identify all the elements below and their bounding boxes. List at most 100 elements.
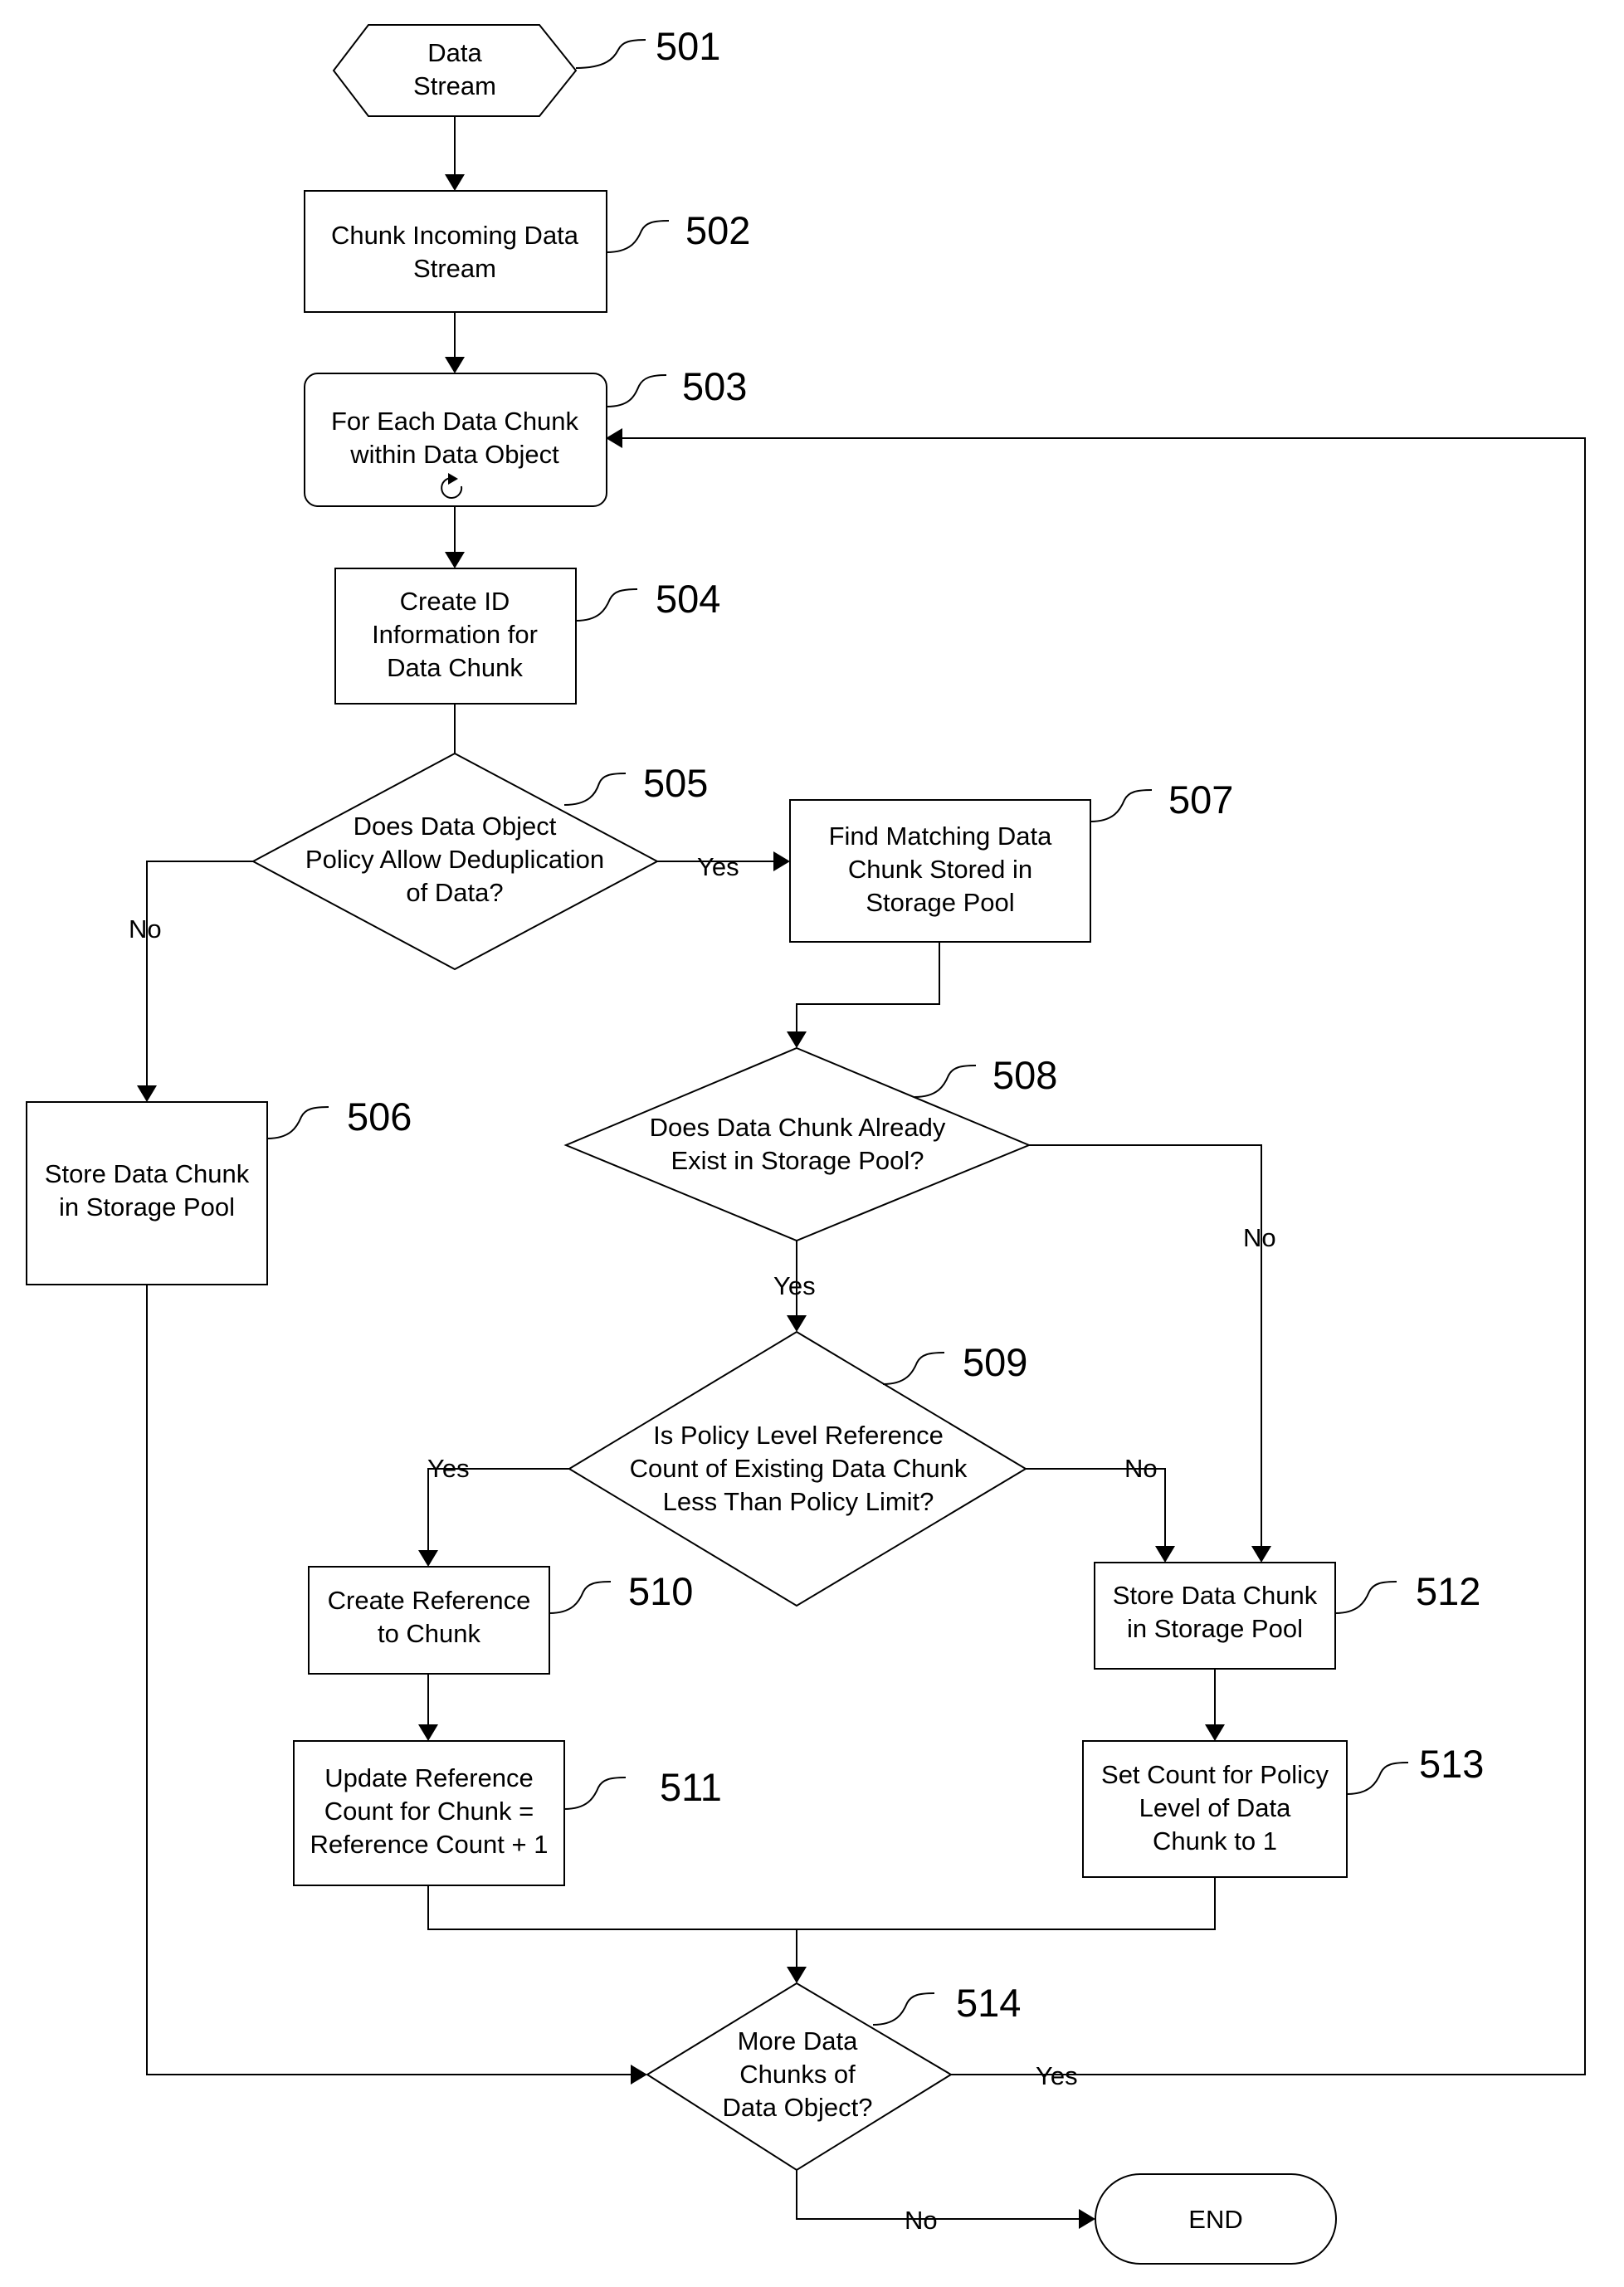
node-502-line-1: Chunk Incoming Data [331, 221, 579, 250]
node-501: Data Stream [334, 25, 576, 116]
ref-502: 502 [685, 208, 750, 252]
edge-514-no [797, 2170, 1079, 2219]
node-511-line-3: Reference Count + 1 [310, 1830, 549, 1859]
node-506: Store Data Chunk in Storage Pool [27, 1102, 267, 1285]
ref-508: 508 [992, 1053, 1057, 1097]
node-504-line-1: Create ID [400, 587, 510, 616]
node-508-line-1: Does Data Chunk Already [650, 1113, 946, 1142]
node-507-line-3: Storage Pool [866, 888, 1014, 917]
node-503: For Each Data Chunk within Data Object [305, 373, 607, 506]
node-509: Is Policy Level Reference Count of Exist… [569, 1332, 1026, 1606]
node-512-line-2: in Storage Pool [1127, 1614, 1303, 1643]
ref-511: 511 [660, 1765, 722, 1809]
arrowhead-508 [787, 1031, 807, 1048]
node-509-line-3: Less Than Policy Limit? [663, 1487, 934, 1516]
ref-514: 514 [956, 1981, 1021, 2025]
node-503-line-1: For Each Data Chunk [331, 407, 579, 436]
ref-513: 513 [1419, 1742, 1484, 1786]
leader-508 [914, 1065, 976, 1097]
node-513-line-2: Level of Data [1139, 1793, 1291, 1822]
node-506-line-1: Store Data Chunk [45, 1159, 250, 1188]
arrowhead-503-loop [606, 428, 622, 448]
edge-505-no [147, 861, 253, 1085]
leader-510 [549, 1582, 611, 1613]
arrowhead-514-top [787, 1967, 807, 1983]
leader-514 [873, 1993, 934, 2025]
reference-numerals: 501 502 503 504 505 506 507 508 509 510 … [267, 24, 1484, 2025]
node-507-line-2: Chunk Stored in [848, 855, 1032, 884]
node-505: Does Data Object Policy Allow Deduplicat… [253, 753, 657, 969]
node-512-line-1: Store Data Chunk [1113, 1581, 1318, 1610]
node-514-line-1: More Data [738, 2026, 858, 2055]
node-513: Set Count for Policy Level of Data Chunk… [1083, 1741, 1347, 1877]
node-507-line-1: Find Matching Data [829, 822, 1053, 851]
leader-501 [576, 40, 646, 68]
node-end-label: END [1188, 2205, 1242, 2234]
node-514-line-2: Chunks of [739, 2060, 856, 2089]
node-510-line-2: to Chunk [378, 1619, 481, 1648]
arrowhead-513 [1205, 1724, 1225, 1741]
arrowhead-504 [445, 552, 465, 568]
edge-507-508 [797, 942, 939, 1031]
node-504-line-2: Information for [372, 620, 538, 649]
node-509-line-1: Is Policy Level Reference [653, 1421, 944, 1450]
edge-label-508-no: No [1243, 1223, 1276, 1252]
node-503-line-2: within Data Object [349, 440, 559, 469]
leader-507 [1090, 790, 1152, 822]
arrowhead-510 [418, 1550, 438, 1567]
leader-502 [607, 221, 669, 252]
ref-506: 506 [347, 1095, 412, 1139]
arrowhead-end [1079, 2209, 1095, 2229]
node-514-line-3: Data Object? [723, 2093, 873, 2122]
ref-509: 509 [963, 1340, 1027, 1384]
node-end: END [1095, 2174, 1336, 2264]
node-505-line-2: Policy Allow Deduplication [305, 845, 604, 874]
arrowhead-507 [773, 851, 790, 871]
node-513-line-1: Set Count for Policy [1101, 1760, 1329, 1789]
edge-label-514-no: No [905, 2206, 938, 2235]
node-505-line-3: of Data? [406, 878, 503, 907]
arrowhead-514-left [631, 2065, 647, 2085]
node-501-line-1: Data [427, 38, 482, 67]
node-511: Update Reference Count for Chunk = Refer… [294, 1741, 564, 1885]
arrowhead-503 [445, 357, 465, 373]
node-501-line-2: Stream [413, 71, 496, 100]
leader-503 [607, 375, 666, 407]
node-504: Create ID Information for Data Chunk [335, 568, 576, 704]
leader-505 [564, 773, 626, 805]
arrowhead-512-a [1251, 1546, 1271, 1563]
ref-505: 505 [643, 761, 708, 805]
edge-label-505-yes: Yes [697, 852, 739, 881]
ref-504: 504 [656, 577, 720, 621]
arrowhead-509 [787, 1315, 807, 1332]
node-510: Create Reference to Chunk [309, 1567, 549, 1674]
leader-506 [267, 1107, 329, 1139]
edge-label-509-no: No [1124, 1454, 1158, 1483]
ref-510: 510 [628, 1569, 693, 1613]
node-511-line-1: Update Reference [324, 1763, 534, 1792]
edge-label-514-yes: Yes [1036, 2061, 1078, 2090]
ref-503: 503 [682, 364, 747, 408]
arrowhead-511 [418, 1724, 438, 1741]
node-512: Store Data Chunk in Storage Pool [1095, 1563, 1335, 1669]
leader-513 [1347, 1763, 1408, 1794]
arrowhead-506 [137, 1085, 157, 1102]
edge-506-514 [147, 1285, 631, 2075]
node-504-line-3: Data Chunk [387, 653, 523, 682]
node-508: Does Data Chunk Already Exist in Storage… [566, 1048, 1029, 1241]
leader-504 [576, 589, 637, 621]
node-502-line-2: Stream [413, 254, 496, 283]
edge-label-508-yes: Yes [773, 1271, 816, 1300]
ref-512: 512 [1416, 1569, 1480, 1613]
node-508-line-2: Exist in Storage Pool? [671, 1146, 924, 1175]
node-510-line-1: Create Reference [328, 1586, 531, 1615]
leader-512 [1335, 1582, 1397, 1613]
ref-507: 507 [1168, 778, 1233, 822]
node-505-line-1: Does Data Object [354, 812, 557, 841]
arrowhead-502 [445, 174, 465, 191]
ref-501: 501 [656, 24, 720, 68]
edge-508-no [1029, 1145, 1261, 1546]
node-509-line-2: Count of Existing Data Chunk [630, 1454, 968, 1483]
node-514: More Data Chunks of Data Object? [647, 1983, 951, 2170]
